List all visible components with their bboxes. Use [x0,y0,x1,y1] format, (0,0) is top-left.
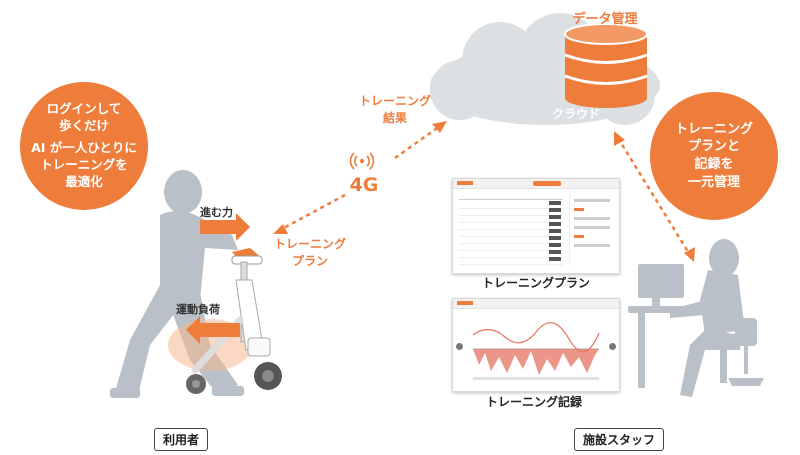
staff-bubble: トレーニング プランと 記録を 一元管理 [650,92,778,220]
data-management-label: データ管理 [572,12,638,27]
exercise-load-arrow [186,316,240,344]
push-force-arrow [200,213,250,241]
training-plan-line: プラン [291,253,328,268]
screen-nav-right [609,343,616,350]
screen-topbar [453,179,619,189]
training-plan-label: トレーニング プラン [270,236,350,270]
plan-screen-caption: トレーニングプラン [482,276,591,290]
screen-nav-left [456,343,463,350]
chart-icon [472,322,600,380]
screen-topbar [453,299,619,309]
user-bubble-line: AI が一人ひとりに [31,140,137,156]
user-bubble-line: 歩くだけ [58,118,109,134]
plan-table [459,193,563,265]
training-record-screen [452,298,620,392]
staff-silhouette-icon [628,239,764,397]
training-result-line: 結果 [382,110,407,125]
staff-bubble-line: 一元管理 [687,174,740,190]
arrow-icon [273,121,695,262]
training-result-line: トレーニング [358,94,431,108]
user-caption: 利用者 [154,428,209,451]
training-plan-line: トレーニング [273,237,346,251]
user-bubble-line: ログインして [46,101,122,117]
cloud-label: クラウド [551,107,600,121]
arrow-icon [279,124,692,256]
staff-caption: 施設スタッフ [574,428,665,451]
training-result-label: トレーニング 結果 [350,93,440,127]
signal-icon [349,152,375,170]
user-bubble: ログインして 歩くだけ AI が一人ひとりに トレーニングを 最適化 [20,82,148,210]
training-plan-screen [452,178,620,274]
push-force-label: 進む力 [200,206,233,219]
record-screen-caption: トレーニング記録 [486,395,583,409]
plan-side-panel [569,193,614,265]
user-bubble-line: トレーニングを [40,156,128,172]
exercise-load-label: 運動負荷 [176,303,220,316]
database-icon [564,23,648,108]
user-bubble-line: 最適化 [65,173,103,189]
staff-bubble-line: プランと [687,139,740,155]
staff-bubble-line: トレーニング [674,121,753,137]
staff-bubble-line: 記録を [694,157,734,172]
network-label: 4G [349,174,379,196]
